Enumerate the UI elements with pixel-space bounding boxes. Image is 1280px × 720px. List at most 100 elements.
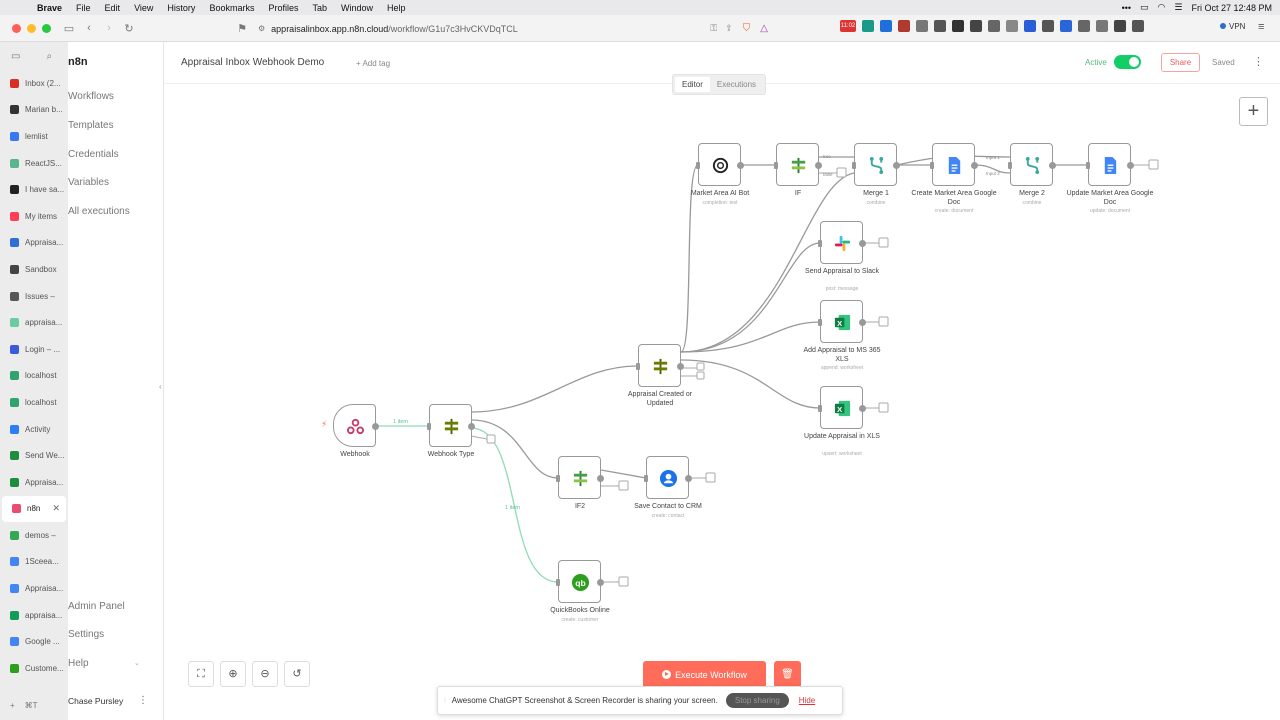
- node-output-port[interactable]: [815, 162, 822, 169]
- node-output-port[interactable]: [737, 162, 744, 169]
- add-connection-icon[interactable]: [696, 371, 705, 380]
- extension-icon[interactable]: [862, 20, 874, 32]
- more-dots-icon[interactable]: •••: [1121, 2, 1132, 13]
- node-output-port[interactable]: [893, 162, 900, 169]
- key-icon[interactable]: ⚿: [710, 23, 718, 33]
- back-icon[interactable]: ‹: [87, 22, 91, 34]
- n8n-logo[interactable]: n8n: [68, 56, 88, 68]
- sidebar-item-templates[interactable]: Templates: [68, 120, 114, 131]
- zoom-out-button[interactable]: ⊖: [252, 661, 278, 687]
- collapse-sidebar-icon[interactable]: ‹: [159, 382, 162, 391]
- hide-banner-link[interactable]: Hide: [798, 696, 816, 705]
- address-bar[interactable]: ⚙ appraisalinbox.app.n8n.cloud/workflow/…: [258, 19, 768, 38]
- close-window-button[interactable]: [12, 23, 21, 33]
- sidebar-item-admin-panel[interactable]: Admin Panel: [68, 601, 125, 612]
- menu-help[interactable]: Help: [387, 2, 406, 13]
- brave-rewards-icon[interactable]: △: [760, 23, 768, 34]
- extension-icon[interactable]: [1006, 20, 1018, 32]
- browser-menu-icon[interactable]: ≡: [1258, 21, 1265, 33]
- node-input-port[interactable]: [636, 363, 640, 370]
- node-input-port[interactable]: [644, 475, 648, 482]
- browser-tab[interactable]: Sandbox: [0, 256, 68, 283]
- node-create-doc[interactable]: [930, 143, 978, 186]
- node-input-port[interactable]: [556, 475, 560, 482]
- wifi-icon[interactable]: ◠: [1157, 2, 1166, 12]
- extension-icon[interactable]: [1042, 20, 1054, 32]
- browser-tab[interactable]: localhost: [0, 363, 68, 390]
- extension-icon[interactable]: [880, 20, 892, 32]
- sidebar-item-workflows[interactable]: Workflows: [68, 91, 114, 102]
- node-add-xls[interactable]: X: [818, 300, 866, 343]
- menu-edit[interactable]: Edit: [104, 2, 121, 13]
- drag-handle-icon[interactable]: ⦙: [444, 695, 446, 705]
- menubar-clock[interactable]: Fri Oct 27 12:48 PM: [1191, 2, 1272, 13]
- browser-tab[interactable]: Activity: [0, 416, 68, 443]
- vpn-button[interactable]: VPN: [1220, 22, 1245, 31]
- browser-tab[interactable]: demos –: [0, 522, 68, 549]
- sidebar-panel-icon[interactable]: ▭: [11, 50, 21, 62]
- extension-icon[interactable]: [1060, 20, 1072, 32]
- browser-tab[interactable]: localhost: [0, 389, 68, 416]
- extension-icon[interactable]: [1096, 20, 1108, 32]
- menu-tab[interactable]: Tab: [312, 2, 327, 13]
- browser-tab[interactable]: Appraisa...: [0, 575, 68, 602]
- browser-tab[interactable]: My items: [0, 203, 68, 230]
- sidebar-item-all-executions[interactable]: All executions: [68, 206, 130, 217]
- reset-zoom-button[interactable]: ↺: [284, 661, 310, 687]
- browser-tab[interactable]: Login – ...: [0, 336, 68, 363]
- sidebar-item-credentials[interactable]: Credentials: [68, 149, 119, 160]
- node-input-port[interactable]: [818, 405, 822, 412]
- node-input-port[interactable]: [774, 162, 778, 169]
- extension-icon[interactable]: [898, 20, 910, 32]
- add-connection-icon[interactable]: [705, 472, 716, 483]
- node-output-port[interactable]: [859, 319, 866, 326]
- node-merge1[interactable]: [852, 143, 900, 186]
- forward-icon[interactable]: ›: [107, 22, 111, 34]
- node-output-port[interactable]: [597, 579, 604, 586]
- node-output-port[interactable]: [597, 475, 604, 482]
- browser-tab[interactable]: ReactJS...: [0, 150, 68, 177]
- sidebar-item-help[interactable]: Help: [68, 658, 89, 669]
- extension-icon[interactable]: [1078, 20, 1090, 32]
- menu-bookmarks[interactable]: Bookmarks: [209, 2, 255, 13]
- close-tab-icon[interactable]: ✕: [52, 503, 60, 514]
- browser-tab[interactable]: Google ...: [0, 628, 68, 655]
- add-connection-icon[interactable]: [878, 316, 889, 327]
- node-merge2[interactable]: [1008, 143, 1056, 186]
- browser-tab[interactable]: n8n✕: [2, 495, 66, 523]
- node-output-port[interactable]: [859, 240, 866, 247]
- menu-file[interactable]: File: [76, 2, 91, 13]
- node-output-port[interactable]: [685, 475, 692, 482]
- more-vertical-icon[interactable]: ⋮: [1253, 56, 1264, 68]
- extension-icon[interactable]: [916, 20, 928, 32]
- node-output-port[interactable]: [971, 162, 978, 169]
- node-output-port[interactable]: [372, 423, 379, 430]
- node-appraisal-created[interactable]: [636, 344, 684, 387]
- menu-window[interactable]: Window: [340, 2, 373, 13]
- add-connection-icon[interactable]: [486, 434, 496, 444]
- node-output-port[interactable]: [1127, 162, 1134, 169]
- battery-icon[interactable]: ▭: [1140, 2, 1149, 12]
- extension-icon[interactable]: [1024, 20, 1036, 32]
- browser-tab[interactable]: appraisa...: [0, 602, 68, 629]
- browser-tab[interactable]: Inbox (2...: [0, 70, 68, 97]
- menu-history[interactable]: History: [167, 2, 196, 13]
- node-input-port[interactable]: [1086, 162, 1090, 169]
- reload-icon[interactable]: ↻: [124, 22, 134, 35]
- node-input-port[interactable]: [556, 579, 560, 586]
- node-output-port[interactable]: [1049, 162, 1056, 169]
- add-connection-icon[interactable]: [618, 576, 629, 587]
- node-output-port[interactable]: [859, 405, 866, 412]
- menu-profiles[interactable]: Profiles: [268, 2, 299, 13]
- node-output-port[interactable]: [468, 423, 475, 430]
- new-tab-icon[interactable]: +: [10, 701, 15, 710]
- browser-tab[interactable]: 1Sceea...: [0, 549, 68, 576]
- node-input-port[interactable]: [852, 162, 856, 169]
- node-update-doc[interactable]: [1086, 143, 1134, 186]
- menu-view[interactable]: View: [134, 2, 154, 13]
- tab-editor[interactable]: Editor: [675, 77, 710, 92]
- bookmark-icon[interactable]: ⚑: [237, 23, 247, 35]
- node-input-port[interactable]: [427, 423, 431, 430]
- node-input-port[interactable]: [930, 162, 934, 169]
- share-button[interactable]: Share: [1161, 53, 1200, 72]
